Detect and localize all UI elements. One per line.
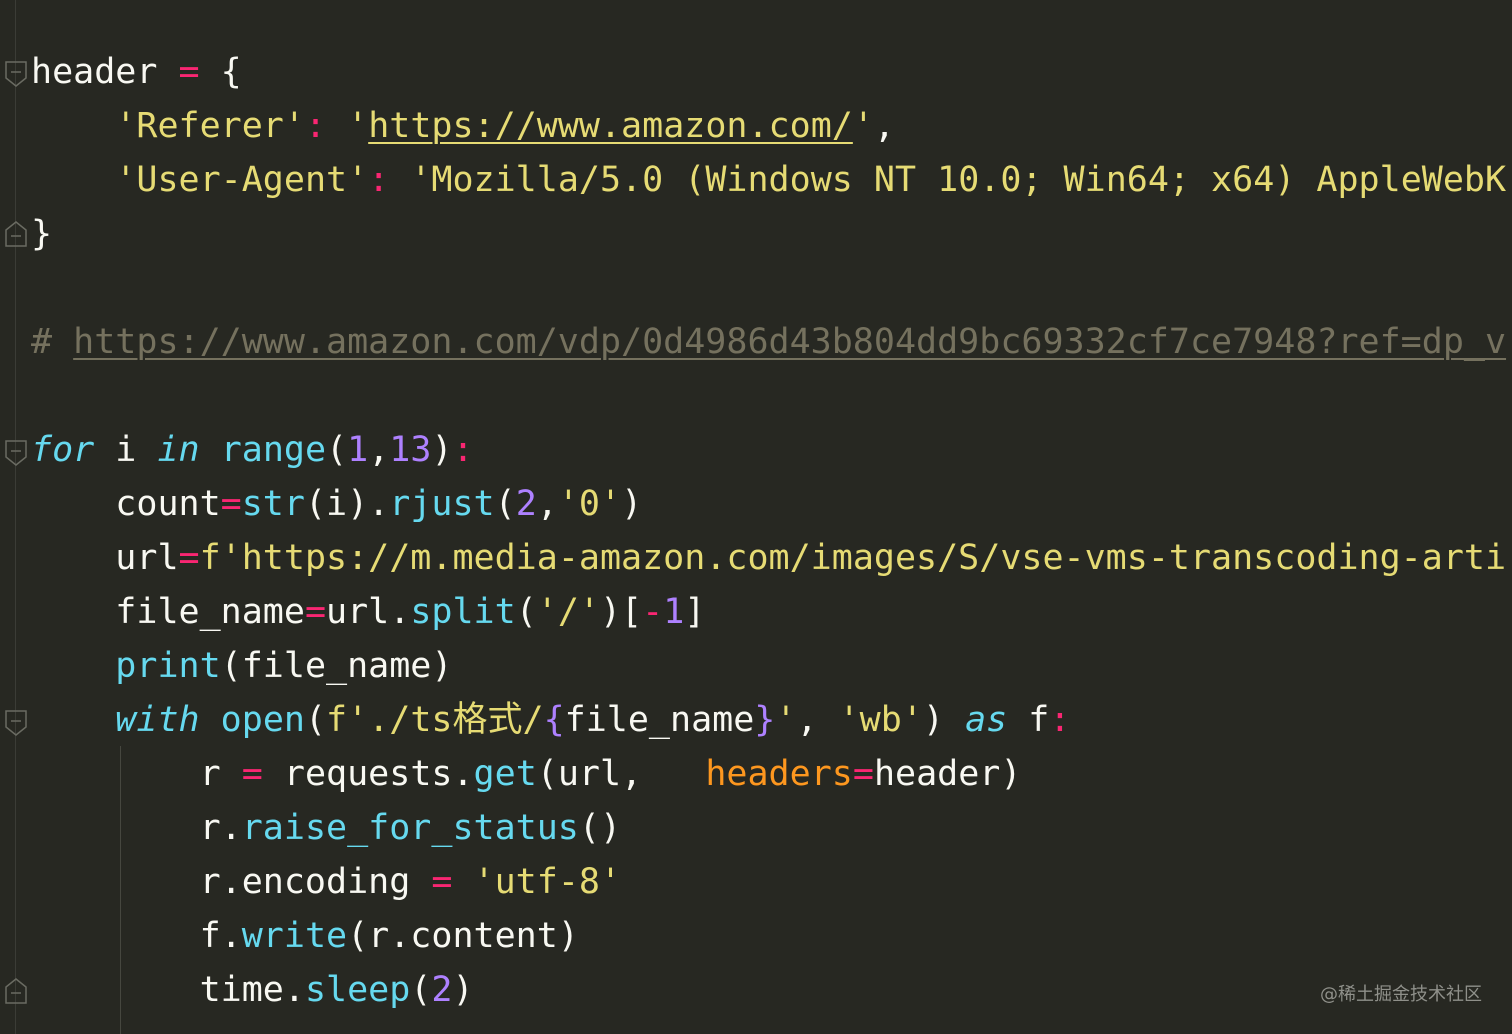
code-line: } (31, 214, 53, 254)
code-line: url=f'https://m.media-amazon.com/images/… (115, 538, 1507, 578)
code-line: 'Referer': 'https://www.amazon.com/', (115, 106, 895, 146)
fold-collapse-icon[interactable] (5, 710, 27, 736)
fold-end-icon[interactable] (5, 978, 27, 1004)
comment-url-link[interactable]: https://www.amazon.com/vdp/0d4986d43b804… (73, 322, 1507, 362)
gutter-line (15, 0, 16, 1034)
code-line: f.write(r.content) (199, 916, 579, 956)
code-line: print(file_name) (115, 646, 453, 686)
watermark: @稀土掘金技术社区 (1320, 984, 1482, 1005)
indent-guide (120, 746, 121, 1034)
code-line: r.raise_for_status() (199, 808, 622, 848)
code-line: r = requests.get(url, headers=header) (199, 754, 1022, 794)
code-line: r.encoding = 'utf-8' (199, 862, 622, 902)
fold-collapse-icon[interactable] (5, 440, 27, 466)
code-line: with open(f'./ts格式/{file_name}', 'wb') a… (115, 700, 1071, 740)
code-line: header = { (31, 52, 242, 92)
code-line: count=str(i).rjust(2,'0') (115, 484, 643, 524)
fold-collapse-icon[interactable] (5, 61, 27, 87)
url-link[interactable]: https://www.amazon.com/ (368, 106, 853, 146)
code-line: file_name=url.split('/')[-1] (115, 592, 706, 632)
code-comment: # https://www.amazon.com/vdp/0d4986d43b8… (31, 322, 1507, 362)
code-line: time.sleep(2) (199, 970, 474, 1010)
code-line: for i in range(1,13): (31, 430, 474, 470)
code-line: 'User-Agent': 'Mozilla/5.0 (Windows NT 1… (115, 160, 1507, 200)
fold-end-icon[interactable] (5, 221, 27, 247)
